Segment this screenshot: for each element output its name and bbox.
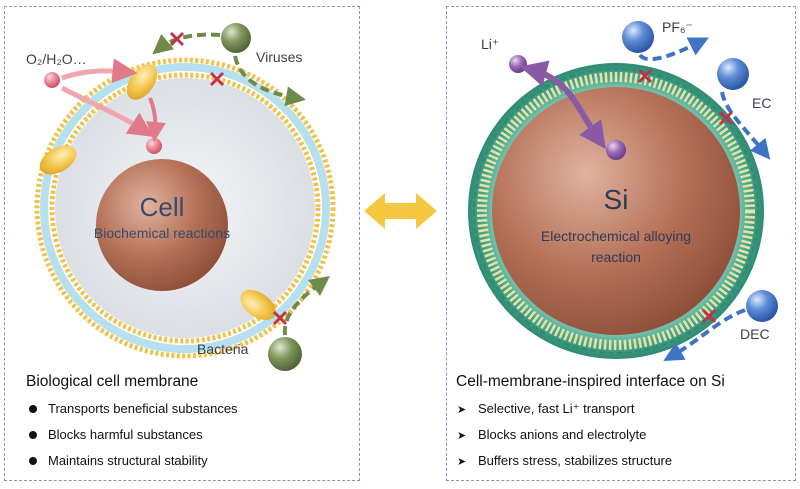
blocked-virus-path [152, 32, 221, 55]
list-item: Blocks harmful substances [26, 422, 238, 448]
list-item: ➤Buffers stress, stabilizes structure [456, 448, 672, 474]
list-item: ➤Selective, fast Li⁺ transport [456, 396, 672, 422]
dec-molecule [746, 290, 778, 322]
bullet-dot-icon [29, 430, 37, 439]
molecule-transported [146, 138, 162, 154]
li-label: Li⁺ [481, 36, 500, 52]
uptake-arrow [61, 58, 138, 84]
o2-h2o-label: O₂/H₂O… [26, 51, 87, 67]
right-feature-list: ➤Selective, fast Li⁺ transport ➤Blocks a… [456, 396, 672, 474]
li-ion [509, 55, 527, 73]
interface-outer-layer [473, 68, 759, 354]
membrane-inner-layer [49, 72, 321, 344]
block-mark [169, 31, 185, 47]
analogy-double-arrow [364, 193, 437, 229]
arrow-bullet-icon: ➤ [457, 430, 467, 442]
pf6-anion [622, 21, 654, 53]
blocked-ec-path [720, 91, 771, 160]
si-interface-panel [446, 6, 796, 481]
blocked-virus-path [233, 55, 306, 107]
bacteria-label: Bacteria [197, 341, 249, 357]
si-diagram [468, 21, 778, 361]
ec-label: EC [752, 95, 772, 111]
biological-cell-panel [4, 6, 360, 481]
block-mark [718, 110, 734, 126]
molecule-o2 [44, 72, 60, 88]
membrane-protein [240, 289, 276, 321]
block-mark [637, 68, 653, 84]
block-mark [701, 308, 717, 324]
si-subtitle-line2: reaction [591, 249, 641, 265]
blocked-dec-path [663, 308, 746, 361]
cell-diagram [34, 23, 336, 371]
uptake-arrow [146, 97, 166, 142]
cell-title: Cell [139, 192, 185, 222]
nucleus [96, 159, 228, 291]
membrane-bilayer [40, 63, 330, 353]
si-subtitle-line1: Electrochemical alloying [540, 228, 692, 244]
virus [221, 23, 251, 53]
list-item: Maintains structural stability [26, 448, 238, 474]
si-core [492, 87, 740, 335]
blocked-pf6-path [638, 37, 709, 62]
left-caption: Biological cell membrane [26, 373, 199, 390]
si-title: Si [603, 184, 629, 215]
ec-molecule [717, 58, 749, 90]
interface-inner-layer [477, 72, 755, 350]
membrane-outer-layer [34, 57, 336, 359]
bacterium [268, 337, 302, 371]
list-item: Transports beneficial substances [26, 396, 238, 422]
arrow-bullet-icon: ➤ [457, 404, 467, 416]
blocked-bacteria-path [282, 275, 330, 336]
membrane-protein [39, 145, 77, 175]
viruses-label: Viruses [256, 49, 303, 65]
bullet-dot-icon [29, 456, 37, 465]
bullet-dot-icon [29, 404, 37, 413]
uptake-arrow [60, 85, 154, 137]
left-feature-list: Transports beneficial substances Blocks … [26, 396, 238, 474]
right-caption: Cell-membrane-inspired interface on Si [456, 373, 725, 390]
block-mark [209, 71, 225, 87]
list-item: ➤Blocks anions and electrolyte [456, 422, 672, 448]
li-transport-arrow [519, 60, 606, 149]
li-ion-inside [606, 140, 626, 160]
dec-label: DEC [740, 326, 770, 342]
block-mark [272, 310, 288, 326]
cell-subtitle: Biochemical reactions [93, 225, 231, 241]
pf6-label: PF₆⁻ [662, 19, 693, 35]
arrow-bullet-icon: ➤ [457, 456, 467, 468]
